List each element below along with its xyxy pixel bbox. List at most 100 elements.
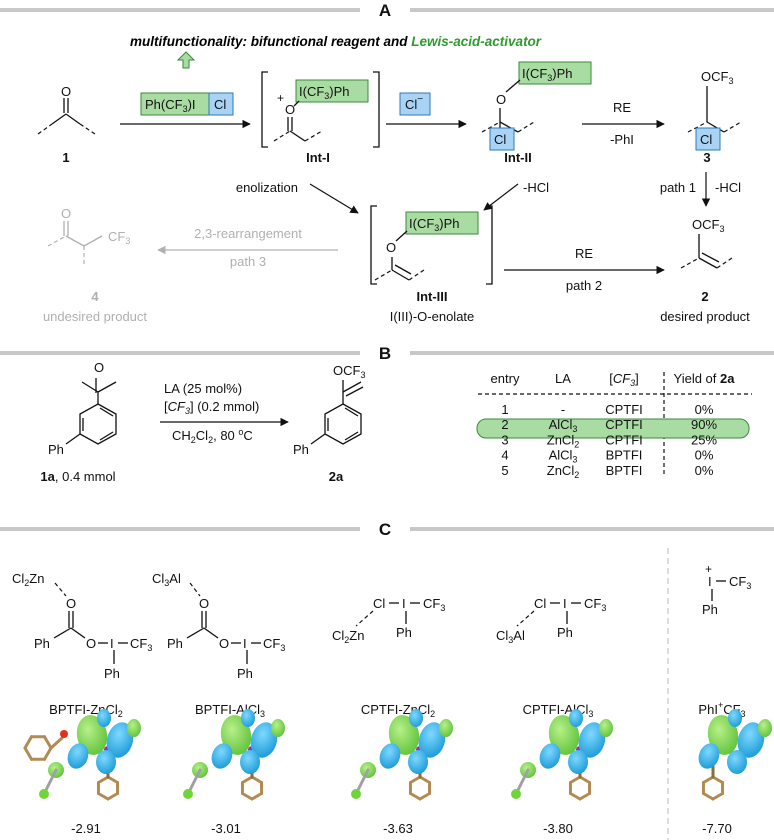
molecule-bond <box>701 792 715 801</box>
molecule-bond <box>23 746 33 761</box>
undesired-label: undesired product <box>43 309 147 324</box>
cell-reagent: CPTFI <box>605 432 643 447</box>
sm-label: 1a, 0.4 mmol <box>40 469 115 484</box>
i-cf3-ph-box <box>405 211 479 235</box>
panel-label-b: B <box>379 344 391 363</box>
condition-2: [CF3] (0.2 mmol) <box>164 399 259 416</box>
atom-cl: Cl <box>534 596 546 611</box>
atom-cl: Cl <box>494 132 506 147</box>
orbital-lobe-negative <box>211 743 233 769</box>
rearrangement-label: 2,3-rearrangement <box>194 226 302 241</box>
int-3: I(CF3)Ph O <box>370 205 493 285</box>
chlorine-atom <box>183 789 193 799</box>
molecule-bond <box>106 792 120 801</box>
desired-label: desired product <box>660 309 750 324</box>
ph: Ph <box>104 666 120 681</box>
i-cf3-ph-box <box>518 61 592 85</box>
atom-o: O <box>386 240 396 255</box>
ph-substituent: Ph <box>48 442 64 457</box>
int-2: I(CF3)Ph O Cl <box>481 61 592 151</box>
chlorine-atom <box>39 789 49 799</box>
orbital-lobe-negative <box>250 722 278 758</box>
cf3: CF3 <box>130 636 152 653</box>
molecule-bond <box>23 735 33 750</box>
compound-4: O CF3 <box>47 206 130 266</box>
energy-5: -7.70 <box>702 821 732 836</box>
orbital-lobe-positive <box>127 719 141 737</box>
header-entry: entry <box>491 371 520 386</box>
cf3: CF3 <box>423 596 445 613</box>
cl2zn: Cl2Zn <box>332 628 364 645</box>
orbital-lobe-positive <box>439 719 453 737</box>
molecule-bond <box>711 775 725 784</box>
orbital-lobe-positive <box>758 719 772 737</box>
molecule-bond <box>701 775 715 784</box>
atom-i: I <box>243 636 247 651</box>
orbital-render <box>183 709 285 801</box>
ph: Ph <box>557 625 573 640</box>
cell-reagent: CPTFI <box>605 417 643 432</box>
orbital-lobe-positive <box>599 719 613 737</box>
product-label: 2a <box>329 469 344 484</box>
molecule-bond <box>418 775 432 784</box>
i-cf3-ph-box <box>295 79 369 103</box>
reagent-text: Ph(CF3)I <box>145 97 196 114</box>
orbital-lobe-negative <box>569 709 583 727</box>
int-1: + O I(CF3)Ph <box>261 71 380 148</box>
molecule-bond <box>408 792 422 801</box>
atom-o: O <box>199 596 209 611</box>
cf3: CF3 <box>584 596 606 613</box>
cell-reagent: BPTFI <box>606 448 643 463</box>
cell-reagent: CPTFI <box>605 402 643 417</box>
atom-o: O <box>61 206 71 221</box>
cell-la: AlCl3 <box>549 417 578 434</box>
structure-cptfi-zncl2: Cl I CF3 Ph Cl2Zn <box>332 596 445 645</box>
ph: Ph <box>702 602 718 617</box>
orbital-render <box>23 709 141 801</box>
label-int1: Int-I <box>306 150 330 165</box>
re-label: RE <box>613 100 631 115</box>
molecule-bond <box>43 735 53 750</box>
cell-entry: 1 <box>501 402 508 417</box>
label-3: 3 <box>703 150 710 165</box>
path1-label: path 1 <box>660 180 696 195</box>
molecule-bond <box>96 792 110 801</box>
cf3: CF3 <box>108 229 130 246</box>
cell-yield: 25% <box>691 432 717 447</box>
ph: Ph <box>396 625 412 640</box>
atom-cl: Cl <box>373 596 385 611</box>
i-cf3-ph: I(CF3)Ph <box>522 66 573 83</box>
path3-label: path 3 <box>230 254 266 269</box>
panel-b: B O Ph 1a, 0.4 mmol LA (25 mol%) [CF3] (… <box>0 344 774 484</box>
orbital-lobe-negative <box>727 750 747 774</box>
reagent-box-blue <box>208 92 234 116</box>
oxygen-atom <box>60 730 68 738</box>
chlorine-atom <box>351 789 361 799</box>
atom-o: O <box>219 636 229 651</box>
compound-2: OCF3 <box>680 217 733 269</box>
structure-bptfi-zncl2: Cl2Zn O Ph O I CF3 Ph <box>12 571 152 681</box>
panel-label-c: C <box>379 520 391 539</box>
cell-la: - <box>561 402 565 417</box>
sm-1a: O Ph <box>48 360 117 457</box>
molecule-bond <box>250 775 264 784</box>
ocf3: OCF3 <box>701 69 733 86</box>
orbital-render <box>511 709 613 801</box>
header-yield: Yield of 2a <box>674 371 736 386</box>
cell-la: AlCl3 <box>549 448 578 465</box>
panel-label-a: A <box>379 1 391 20</box>
atom-o: O <box>61 84 71 99</box>
atom-i: I <box>563 596 567 611</box>
orbital-render <box>351 709 453 801</box>
molecule-bond <box>49 736 64 750</box>
chlorine-atom <box>511 789 521 799</box>
up-arrow-icon <box>176 51 196 69</box>
molecule-bond <box>96 775 110 784</box>
atom-o: O <box>86 636 96 651</box>
orbital-lobe-negative <box>418 722 446 758</box>
